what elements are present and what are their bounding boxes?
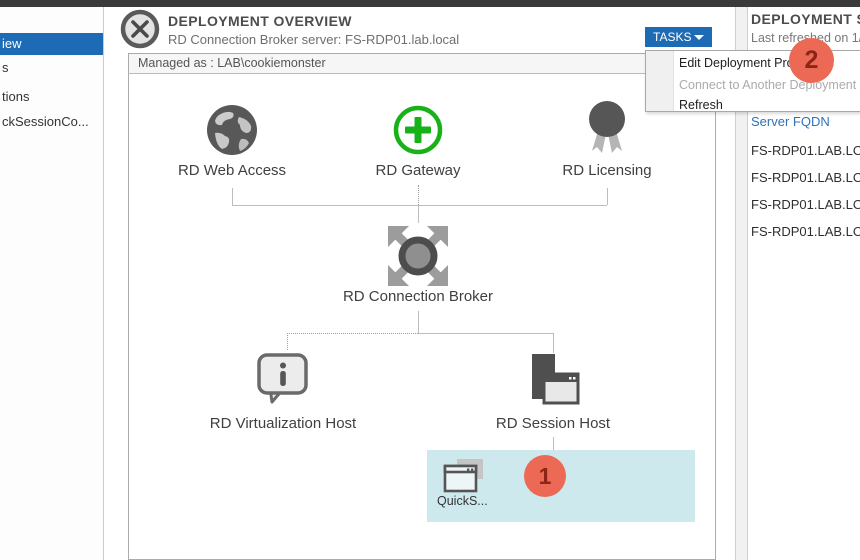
tasks-button[interactable]: TASKS xyxy=(645,27,712,47)
sidebar-item-quicksession-collection[interactable]: ckSessionCo... xyxy=(2,114,89,129)
connector-line xyxy=(607,188,608,205)
connector-dotted-line xyxy=(287,333,418,334)
deployment-servers-title: DEPLOYMENT SERVERS xyxy=(751,11,860,27)
connector-line xyxy=(418,311,419,333)
tasks-button-label: TASKS xyxy=(653,30,692,44)
session-host-server-icon[interactable] xyxy=(526,352,580,410)
menu-item-refresh[interactable]: Refresh xyxy=(679,98,723,112)
connector-line xyxy=(553,333,554,353)
page-title: DEPLOYMENT OVERVIEW xyxy=(168,13,352,29)
connector-line xyxy=(418,205,419,223)
plus-circle-icon[interactable] xyxy=(392,104,444,156)
sidebar xyxy=(0,7,104,560)
node-label-session-host[interactable]: RD Session Host xyxy=(495,415,611,432)
badge-number: 1 xyxy=(538,462,552,489)
ribbon-award-icon[interactable] xyxy=(585,100,629,158)
chevron-down-icon xyxy=(694,34,704,40)
annotation-badge-1: 1 xyxy=(524,455,566,497)
node-label-connection-broker[interactable]: RD Connection Broker xyxy=(342,288,494,305)
managed-as-bar: Managed as : LAB\cookiemonster xyxy=(128,53,716,74)
connector-line xyxy=(232,205,607,206)
node-label-web-access[interactable]: RD Web Access xyxy=(177,162,287,179)
collection-windows-icon[interactable] xyxy=(443,458,489,494)
connector-dotted-line xyxy=(418,185,419,205)
broker-server-subtitle: RD Connection Broker server: FS-RDP01.la… xyxy=(168,32,460,47)
connector-line xyxy=(553,437,554,450)
connector-dotted-line xyxy=(287,333,288,350)
server-row[interactable]: FS-RDP01.LAB.LOCAL xyxy=(751,224,860,239)
badge-number: 2 xyxy=(804,46,819,74)
annotation-badge-2: 2 xyxy=(789,38,834,83)
sidebar-item-collections[interactable]: tions xyxy=(2,89,30,104)
globe-icon[interactable] xyxy=(205,103,259,157)
menu-gutter xyxy=(646,51,674,111)
connector-line xyxy=(232,188,233,205)
node-label-licensing[interactable]: RD Licensing xyxy=(562,162,652,179)
sidebar-item-servers[interactable]: s xyxy=(2,60,9,75)
server-row[interactable]: FS-RDP01.LAB.LOCAL xyxy=(751,170,860,185)
node-label-virtualization-host[interactable]: RD Virtualization Host xyxy=(209,415,357,432)
menu-item-connect-another-deployment: Connect to Another Deployment xyxy=(679,78,857,92)
rds-logo-icon xyxy=(120,9,160,49)
server-row[interactable]: FS-RDP01.LAB.LOCAL xyxy=(751,197,860,212)
server-row[interactable]: FS-RDP01.LAB.LOCAL xyxy=(751,143,860,158)
column-header-server-fqdn[interactable]: Server FQDN xyxy=(751,114,830,129)
sidebar-item-overview[interactable]: iew xyxy=(0,33,103,55)
window-top-bar xyxy=(0,0,860,7)
connection-broker-icon[interactable] xyxy=(384,222,452,290)
collection-label[interactable]: QuickS... xyxy=(437,494,488,508)
connector-line xyxy=(418,333,553,334)
node-label-gateway[interactable]: RD Gateway xyxy=(375,162,461,179)
info-bubble-icon[interactable] xyxy=(256,352,310,404)
